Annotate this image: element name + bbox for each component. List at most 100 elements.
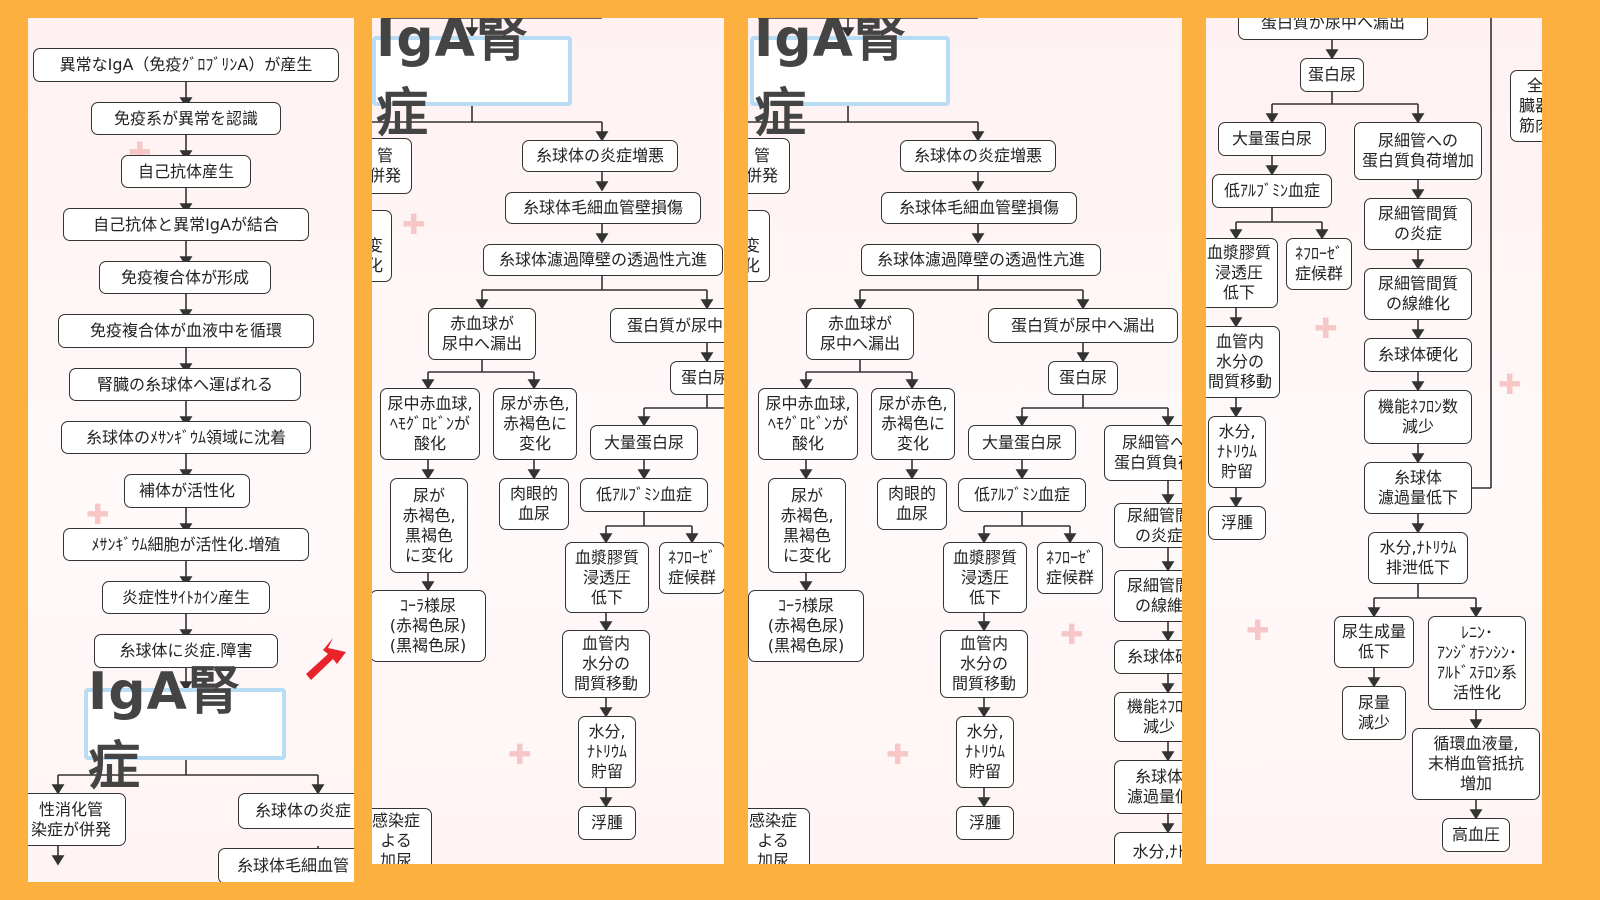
flow-node: ﾒｻﾝｷﾞｳﾑ細胞が活性化.増殖 [63, 528, 309, 561]
flow-node: 水分,ﾅﾄ [1114, 832, 1182, 864]
igan-title-box: IgA腎症 [750, 18, 950, 144]
flowchart-panel-4: ✚ ✚ ✚ 蛋白質が尿中へ漏出 蛋白尿 大量蛋白尿 尿細管への 蛋白質負荷増加 … [1206, 18, 1542, 864]
flow-node: 浮腫 [956, 806, 1014, 840]
flow-node: 尿量 減少 [1342, 686, 1406, 740]
flow-node: 蛋白尿 [670, 361, 724, 395]
flow-node: 蛋白質が尿中へ漏出 [1238, 18, 1428, 40]
flow-node: 感染症 よる 加尿 [372, 808, 432, 864]
flow-node: 高血圧 [1442, 818, 1510, 852]
flow-node: 糸球体硬 [1114, 640, 1182, 674]
flow-node: 異常なIgA（免疫ｸﾞﾛﾌﾞﾘﾝA）が産生 [33, 48, 339, 82]
igan-title-box: IgA腎症 [84, 662, 286, 797]
flowchart-panel-1: ✚ ✚ 異常なIgA（免疫ｸﾞﾛﾌﾞﾘﾝA）が産生 免疫系が異常を認識 自己抗体… [28, 18, 354, 882]
flow-node: 糸球体の炎症 [238, 793, 354, 829]
flow-node: 大量蛋白尿 [1218, 122, 1326, 156]
flow-node: 糸球体硬化 [1364, 338, 1472, 372]
flow-node: 水分, ﾅﾄﾘｳﾑ 貯留 [956, 716, 1014, 788]
flow-node: 腎臓の糸球体へ運ばれる [69, 368, 301, 401]
flow-node: 尿生成量 低下 [1334, 616, 1414, 668]
flow-node: 肉眼的 血尿 [877, 478, 947, 530]
cross-deco-icon: ✚ [886, 738, 910, 771]
flow-node: 管 併発 [748, 138, 790, 194]
flow-node: 管 併発 [372, 138, 412, 194]
flow-node: 機能ﾈﾌﾛﾝ 減少 [1114, 692, 1182, 742]
flow-node: 変 化 [748, 210, 770, 282]
cross-deco-icon: ✚ [508, 738, 532, 771]
flow-node: 全 臓器 筋肉 [1510, 70, 1542, 142]
flow-node: 尿が 赤褐色, 黒褐色 に変化 [768, 478, 846, 573]
flow-node: 機能ﾈﾌﾛﾝ数 減少 [1364, 390, 1472, 444]
flow-node: 糸球体の炎症増悪 [900, 140, 1056, 172]
flow-node: 水分,ﾅﾄﾘｳﾑ 排泄低下 [1368, 532, 1468, 584]
flow-node: 循環血液量, 末梢血管抵抗 増加 [1412, 728, 1540, 800]
flow-node: 浮腫 [1208, 506, 1266, 540]
flow-node: 免疫系が異常を認識 [91, 102, 281, 135]
flow-node: 大量蛋白尿 [590, 425, 698, 460]
flow-node: 血漿膠質 浸透圧 低下 [565, 542, 649, 613]
flow-node: 血管内 水分の 間質移動 [1206, 326, 1280, 398]
flowchart-panel-2: ✚ ✚ IgA腎症 管 併発 変 化 糸球体の炎症増悪 糸球体毛細血管壁損傷 糸… [372, 18, 724, 864]
flow-node: 糸球体毛細血管 [218, 848, 354, 882]
panel-2-connectors [372, 18, 724, 808]
flow-node: 赤血球が 尿中へ漏出 [428, 308, 536, 360]
flow-node: 糸球体毛細血管壁損傷 [881, 192, 1077, 224]
cross-deco-icon: ✚ [1060, 618, 1084, 651]
flow-node: 血漿膠質 浸透圧 低下 [943, 542, 1027, 613]
flow-node: 感染症 よる 加尿 [748, 808, 810, 864]
flow-node: 蛋白質が尿中へ漏出 [988, 308, 1178, 343]
flow-node: 尿細管間 の炎症 [1114, 503, 1182, 548]
cross-deco-icon: ✚ [86, 498, 110, 531]
flow-node: 炎症性ｻｲﾄｶｲﾝ産生 [102, 581, 270, 614]
flow-node: 糸球体濾過障壁の透過性亢進 [861, 244, 1101, 276]
flow-node: 糸球体のﾒｻﾝｷﾞｳﾑ領域に沈着 [61, 421, 311, 454]
flow-node: 自己抗体産生 [121, 155, 251, 188]
flow-node: 大量蛋白尿 [968, 425, 1076, 460]
flow-node: 低ｱﾙﾌﾞﾐﾝ血症 [580, 478, 708, 512]
flowchart-panel-3: ✚ ✚ IgA腎症 管 併発 変 化 糸球体の炎症増悪 糸球体毛細血管壁損傷 糸… [748, 18, 1182, 864]
flow-node: 血管内 水分の 間質移動 [562, 630, 650, 698]
panel-1-connectors [51, 82, 346, 866]
flow-node: ﾈﾌﾛｰｾﾞ 症候群 [1037, 542, 1103, 594]
flow-node: 蛋白質が尿中 [610, 308, 724, 343]
flow-node: 糸球体濾過障壁の透過性亢進 [483, 244, 723, 276]
flow-node: 補体が活性化 [124, 474, 250, 508]
flow-node: 尿が赤色, 赤褐色に 変化 [493, 388, 577, 460]
flow-node: 尿細管へ 蛋白質負荷 [1104, 425, 1182, 481]
flow-node: 糸球体に炎症.障害 [94, 634, 278, 668]
flow-node: 尿細管への 蛋白質負荷増加 [1354, 122, 1482, 180]
flow-node: 自己抗体と異常IgAが結合 [63, 208, 309, 241]
flow-node: 蛋白尿 [1048, 361, 1118, 395]
flow-node: 低ｱﾙﾌﾞﾐﾝ血症 [1212, 174, 1332, 208]
flow-node: ｺｰﾗ様尿 (赤褐色尿) (黒褐色尿) [372, 590, 486, 662]
cross-deco-icon: ✚ [1314, 312, 1338, 345]
cross-deco-icon: ✚ [402, 208, 426, 241]
flow-node: 水分, ﾅﾄﾘｳﾑ 貯留 [1208, 416, 1266, 488]
flow-node: 変 化 [372, 210, 392, 282]
cross-deco-icon: ✚ [1246, 614, 1270, 647]
flow-node: 尿細管間質 の線維化 [1364, 268, 1472, 320]
flow-node: ﾚﾆﾝ･ ｱﾝｼﾞｵﾃﾝｼﾝ･ ｱﾙﾄﾞｽﾃﾛﾝ系 活性化 [1428, 616, 1526, 710]
flow-node: ﾈﾌﾛｰｾﾞ 症候群 [1286, 238, 1352, 290]
flow-node: 尿中赤血球, ﾍﾓｸﾞﾛﾋﾞﾝが 酸化 [758, 388, 858, 460]
flow-node: 血管内 水分の 間質移動 [940, 630, 1028, 698]
flow-node: 尿細管間質 の炎症 [1364, 198, 1472, 250]
cross-deco-icon: ✚ [1498, 368, 1522, 401]
flow-node: 水分, ﾅﾄﾘｳﾑ 貯留 [578, 716, 636, 788]
flow-node: 肉眼的 血尿 [499, 478, 569, 530]
flow-node: 浮腫 [578, 806, 636, 840]
flow-node: 尿中赤血球, ﾍﾓｸﾞﾛﾋﾞﾝが 酸化 [380, 388, 480, 460]
flow-node: 糸球体毛細血管壁損傷 [505, 192, 701, 224]
flow-node: 性消化管 染症が併発 [28, 793, 126, 846]
igan-title-box: IgA腎症 [372, 18, 572, 144]
flow-node: 蛋白尿 [1300, 58, 1364, 92]
flow-node: 糸球体 濾過量低 [1114, 760, 1182, 814]
flow-node: 赤血球が 尿中へ漏出 [806, 308, 914, 360]
panel-3-connectors [748, 18, 1175, 834]
flow-node: 免疫複合体が形成 [99, 261, 271, 294]
flow-node: ﾈﾌﾛｰｾﾞ 症候群 [659, 542, 724, 594]
flow-node: ｺｰﾗ様尿 (赤褐色尿) (黒褐色尿) [748, 590, 864, 662]
flow-node: 尿が 赤褐色, 黒褐色 に変化 [390, 478, 468, 573]
flow-node: 免疫複合体が血液中を循環 [58, 314, 314, 348]
panel-4-connectors [1229, 18, 1492, 820]
flow-node: 糸球体の炎症増悪 [522, 140, 678, 172]
